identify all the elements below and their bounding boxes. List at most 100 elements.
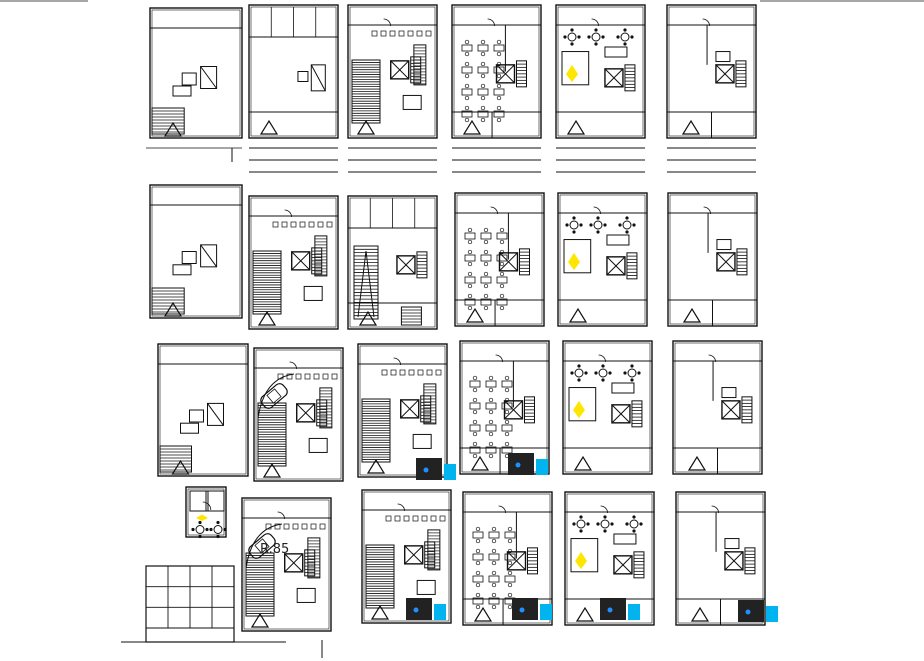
light-fixture bbox=[573, 400, 585, 419]
round-table bbox=[213, 525, 223, 534]
door-swing bbox=[702, 18, 710, 27]
section-lines bbox=[452, 147, 541, 173]
north-triangle bbox=[690, 606, 710, 622]
reception-desk bbox=[611, 382, 635, 394]
round-table bbox=[574, 368, 584, 378]
car-symbol bbox=[260, 383, 288, 409]
plan-outline bbox=[157, 343, 249, 477]
door-swing bbox=[487, 18, 495, 27]
plan-outline bbox=[149, 7, 243, 139]
plan-outline bbox=[357, 343, 448, 478]
plan-outline bbox=[454, 192, 545, 327]
north-triangle bbox=[370, 604, 390, 620]
north-triangle bbox=[682, 307, 702, 323]
north-triangle bbox=[366, 458, 386, 474]
plan-outline bbox=[562, 340, 653, 475]
plan-outline bbox=[555, 4, 646, 139]
floor-plan-row-1-6 bbox=[666, 4, 757, 139]
door-swing bbox=[202, 501, 212, 511]
north-triangle bbox=[681, 119, 701, 135]
floor-plan-row-3-3 bbox=[357, 343, 448, 478]
door-swing bbox=[598, 354, 606, 363]
car-symbol bbox=[248, 533, 276, 559]
plan-outline bbox=[462, 491, 553, 626]
plan-outline bbox=[361, 489, 452, 624]
floor-plan-row-3-4 bbox=[459, 340, 550, 475]
utility-block bbox=[738, 600, 778, 622]
floor-plan-row-2-2 bbox=[248, 195, 339, 330]
reception-desk bbox=[613, 533, 637, 545]
floor-plan-row-1-4 bbox=[451, 4, 542, 139]
floor-plan-row-2-5 bbox=[557, 192, 648, 327]
utility-block bbox=[600, 598, 640, 620]
light-fixture bbox=[196, 514, 208, 521]
door-swing bbox=[703, 206, 711, 215]
door-swing bbox=[708, 354, 716, 363]
plan-outline bbox=[253, 347, 344, 482]
north-triangle bbox=[257, 310, 277, 326]
utility-block bbox=[508, 453, 548, 475]
door-swing bbox=[393, 357, 401, 366]
floor-plan-row-4-3 bbox=[361, 489, 452, 624]
round-table bbox=[629, 519, 639, 529]
north-triangle bbox=[163, 121, 183, 137]
plan-outline bbox=[459, 340, 550, 475]
door-swing bbox=[284, 209, 292, 218]
north-triangle bbox=[573, 455, 593, 471]
floor-plan-row-4-6 bbox=[675, 491, 766, 626]
plan-outline bbox=[149, 184, 243, 319]
floor-plan-row-3-1 bbox=[157, 343, 249, 477]
door-swing bbox=[498, 505, 506, 514]
floor-plan-row-1-3 bbox=[347, 4, 438, 139]
north-triangle bbox=[687, 455, 707, 471]
floor-plan-row-1-5 bbox=[555, 4, 646, 139]
utility-block bbox=[416, 458, 456, 480]
floor-plan-row-1-2 bbox=[248, 4, 339, 139]
door-swing bbox=[277, 511, 285, 520]
north-triangle bbox=[262, 462, 282, 478]
plan-outline bbox=[451, 4, 542, 139]
round-table bbox=[567, 32, 577, 42]
door-swing bbox=[593, 206, 601, 215]
round-table bbox=[627, 368, 637, 378]
section-lines bbox=[667, 147, 756, 173]
north-triangle bbox=[566, 119, 586, 135]
door-swing bbox=[289, 361, 297, 370]
ramp-curve bbox=[257, 373, 295, 419]
reception-desk bbox=[606, 234, 630, 246]
label-r85: R.85 bbox=[260, 542, 289, 557]
plan-outline bbox=[241, 497, 332, 632]
section-lines bbox=[249, 147, 338, 173]
round-table bbox=[569, 220, 579, 230]
door-swing bbox=[600, 505, 608, 514]
door-swing bbox=[495, 354, 503, 363]
floor-plan-row-3-6 bbox=[672, 340, 763, 475]
north-triangle bbox=[259, 119, 279, 135]
door-swing bbox=[383, 18, 391, 27]
door-swing bbox=[591, 18, 599, 27]
plan-outline bbox=[248, 4, 339, 139]
reception-desk bbox=[604, 46, 628, 58]
section-lines bbox=[348, 147, 437, 173]
door-swing bbox=[711, 505, 719, 514]
north-triangle bbox=[171, 459, 190, 475]
floor-plan-row-2-1 bbox=[149, 184, 243, 319]
ramp-curve bbox=[245, 523, 283, 569]
round-table bbox=[195, 525, 205, 534]
utility-block bbox=[406, 598, 446, 620]
light-fixture bbox=[568, 252, 580, 271]
floor-plan-row-4-4 bbox=[462, 491, 553, 626]
north-triangle bbox=[356, 119, 376, 135]
plan-outline bbox=[248, 195, 339, 330]
plan-outline bbox=[347, 4, 438, 139]
north-triangle bbox=[575, 606, 595, 622]
section-lines bbox=[556, 147, 645, 173]
front-elevation bbox=[121, 565, 286, 643]
round-table bbox=[591, 32, 601, 42]
round-table bbox=[598, 368, 608, 378]
plan-outline bbox=[564, 491, 655, 626]
north-triangle bbox=[465, 307, 485, 323]
light-fixture bbox=[566, 64, 578, 83]
